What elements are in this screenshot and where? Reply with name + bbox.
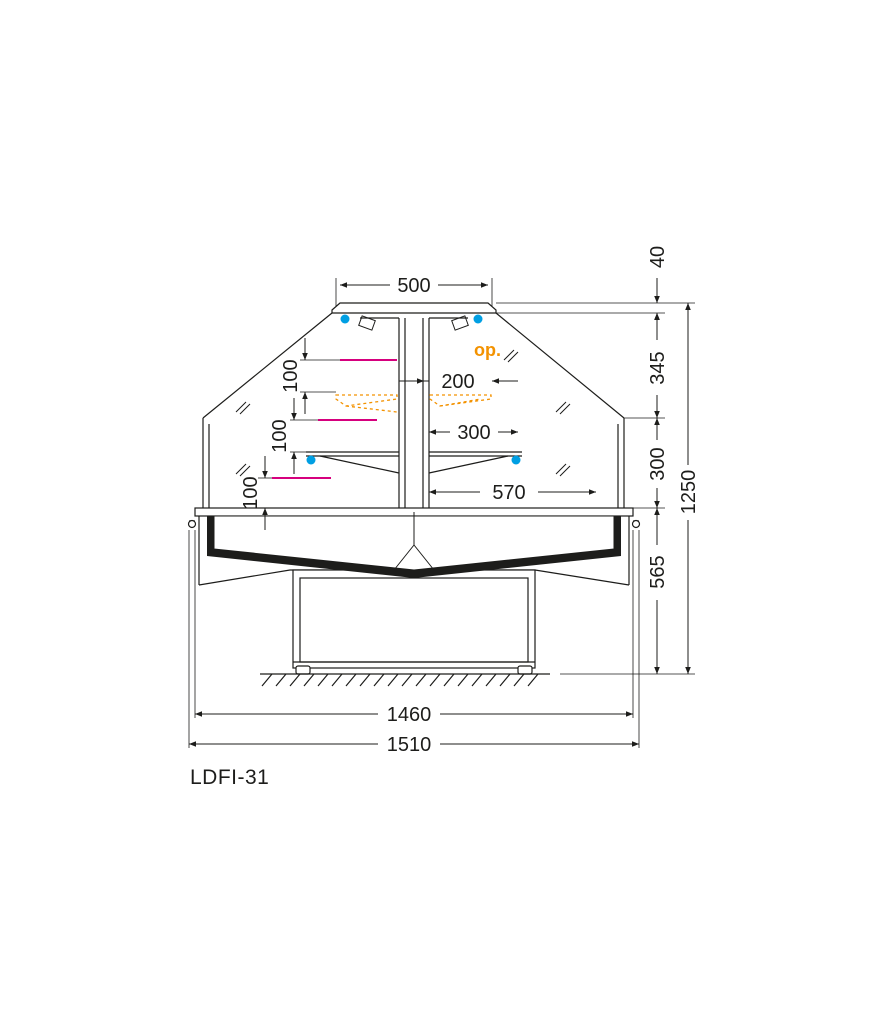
dimension-labels: 500 40 345 300 565 1250 200 300 570 100 … (240, 246, 700, 756)
dim-top-height: 40 (647, 246, 669, 268)
shelf-markers (272, 359, 397, 479)
dim-shelf-depth-lower: 300 (457, 422, 490, 444)
light-fixtures (358, 315, 469, 331)
ground-line (260, 673, 550, 687)
display-tray (207, 512, 621, 578)
led-lights (306, 314, 521, 465)
dim-shelf-spacing-2: 100 (269, 419, 291, 452)
dim-shelf-depth-upper: 200 (441, 371, 474, 393)
dim-lower-height: 565 (647, 555, 669, 588)
dim-shelf-spacing-3: 100 (240, 476, 262, 509)
glass-hatches (235, 349, 571, 477)
model-label: LDFI-31 (190, 766, 270, 789)
dim-shelf-spacing-1: 100 (280, 359, 302, 392)
dim-top-width: 500 (397, 275, 430, 297)
dim-total-height: 1250 (678, 470, 700, 515)
dim-upper-height: 345 (647, 351, 669, 384)
dim-display-depth: 570 (492, 482, 525, 504)
dim-middle-height: 300 (647, 447, 669, 480)
shelves (306, 451, 522, 474)
optional-shelves (335, 394, 492, 413)
extension-lines (188, 278, 695, 748)
optional-label: op. (474, 340, 501, 360)
dimension-lines (189, 278, 691, 747)
dim-inner-width: 1460 (387, 704, 432, 726)
dim-outer-width: 1510 (387, 734, 432, 756)
